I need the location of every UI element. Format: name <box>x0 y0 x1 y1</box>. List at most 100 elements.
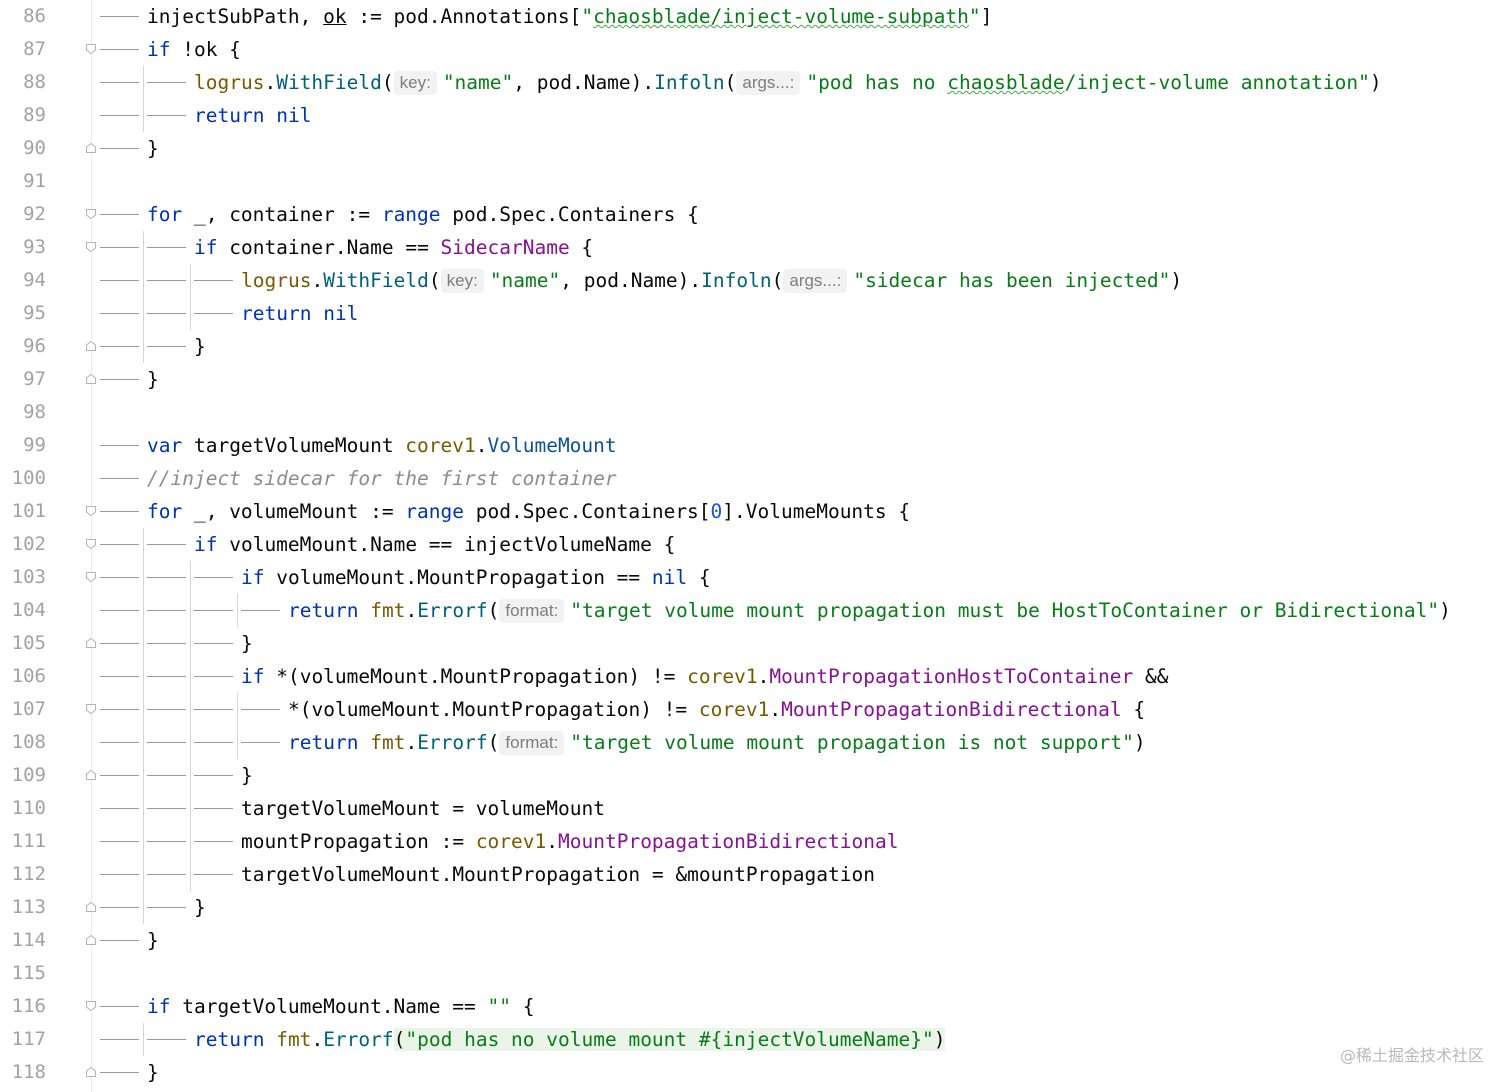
token: " <box>968 5 981 28</box>
code-text[interactable]: return nil <box>194 99 311 132</box>
code-text[interactable]: targetVolumeMount = volumeMount <box>241 792 605 825</box>
line-number: 92 <box>23 203 46 225</box>
fold-start-icon[interactable] <box>85 43 97 55</box>
code-line[interactable]: 109} <box>0 759 1512 792</box>
code-line[interactable]: 98 <box>0 396 1512 429</box>
fold-end-icon[interactable] <box>85 901 97 913</box>
code-text[interactable]: } <box>147 1056 159 1089</box>
code-text[interactable]: var targetVolumeMount corev1.VolumeMount <box>147 429 617 462</box>
code-line[interactable]: 97} <box>0 363 1512 396</box>
code-text[interactable]: return nil <box>241 297 358 330</box>
code-text[interactable]: //inject sidecar for the first container <box>147 462 617 495</box>
fold-start-icon[interactable] <box>85 703 97 715</box>
indent-dash <box>100 445 139 446</box>
code-text[interactable]: return fmt.Errorf(format:"target volume … <box>288 726 1146 759</box>
indent-dash <box>147 775 186 776</box>
token: . <box>475 434 488 457</box>
code-line[interactable]: 112 targetVolumeMount.MountPropagation = … <box>0 858 1512 891</box>
code-text[interactable]: if volumeMount.MountPropagation == nil { <box>241 561 711 594</box>
code-text[interactable]: } <box>241 759 253 792</box>
fold-start-icon[interactable] <box>85 241 97 253</box>
code-text[interactable]: logrus.WithField(key:"name", pod.Name).I… <box>194 66 1382 99</box>
code-line[interactable]: 118} <box>0 1056 1512 1089</box>
code-line[interactable]: 115 <box>0 957 1512 990</box>
fold-end-icon[interactable] <box>85 637 97 649</box>
code-text[interactable]: } <box>194 330 206 363</box>
code-text[interactable]: } <box>194 891 206 924</box>
code-text[interactable]: return fmt.Errorf(format:"target volume … <box>288 594 1451 627</box>
code-text[interactable]: if *(volumeMount.MountPropagation) != co… <box>241 660 1169 693</box>
token: ( <box>428 269 441 292</box>
code-text[interactable]: for _, container := range pod.Spec.Conta… <box>147 198 699 231</box>
line-number: 105 <box>11 632 46 654</box>
fold-end-icon[interactable] <box>85 340 97 352</box>
indent-dash <box>194 841 233 842</box>
code-text[interactable]: injectSubPath, ok := pod.Annotations["ch… <box>147 0 992 33</box>
code-text[interactable]: targetVolumeMount.MountPropagation = &mo… <box>241 858 875 891</box>
code-line[interactable]: 96} <box>0 330 1512 363</box>
code-text[interactable]: } <box>147 363 159 396</box>
fold-start-icon[interactable] <box>85 571 97 583</box>
code-line[interactable]: 105} <box>0 627 1512 660</box>
token: ) <box>1170 269 1183 292</box>
fold-end-icon[interactable] <box>85 934 97 946</box>
indent-guides <box>100 363 500 396</box>
code-line[interactable]: 91 <box>0 165 1512 198</box>
code-line[interactable]: 113} <box>0 891 1512 924</box>
fold-start-icon[interactable] <box>85 505 97 517</box>
code-text[interactable]: } <box>147 924 159 957</box>
code-text[interactable]: return fmt.Errorf("pod has no volume mou… <box>194 1023 946 1056</box>
code-line[interactable]: 90} <box>0 132 1512 165</box>
token: if <box>241 665 265 688</box>
token: return <box>288 731 359 754</box>
indent-dash <box>147 610 186 611</box>
fold-start-icon[interactable] <box>85 538 97 550</box>
fold-start-icon[interactable] <box>85 1000 97 1012</box>
indent-dash <box>147 808 186 809</box>
code-text[interactable]: if container.Name == SidecarName { <box>194 231 593 264</box>
line-number: 112 <box>11 863 46 885</box>
code-text[interactable]: for _, volumeMount := range pod.Spec.Con… <box>147 495 910 528</box>
code-text[interactable]: if volumeMount.Name == injectVolumeName … <box>194 528 675 561</box>
code-text[interactable]: logrus.WithField(key:"name", pod.Name).I… <box>241 264 1182 297</box>
indent-rule <box>237 594 238 627</box>
token: } <box>147 137 159 160</box>
code-text[interactable]: mountPropagation := corev1.MountPropagat… <box>241 825 898 858</box>
fold-end-icon[interactable] <box>85 373 97 385</box>
code-line[interactable]: 114} <box>0 924 1512 957</box>
indent-rule <box>190 660 191 693</box>
code-line[interactable]: 107*(volumeMount.MountPropagation) != co… <box>0 693 1512 726</box>
code-line[interactable]: 92 for _, container := range pod.Spec.Con… <box>0 198 1512 231</box>
token: !ok { <box>170 38 241 61</box>
code-text[interactable]: if targetVolumeMount.Name == "" { <box>147 990 534 1023</box>
fold-end-icon[interactable] <box>85 1066 97 1078</box>
code-text[interactable]: if !ok { <box>147 33 241 66</box>
code-text[interactable]: } <box>147 132 159 165</box>
fold-end-icon[interactable] <box>85 142 97 154</box>
code-text[interactable]: *(volumeMount.MountPropagation) != corev… <box>288 693 1145 726</box>
string-token: chaosblade/inject-volume-subpath <box>593 5 969 28</box>
fold-end-icon[interactable] <box>85 769 97 781</box>
code-line[interactable]: 100//inject sidecar for the first contai… <box>0 462 1512 495</box>
code-text[interactable]: } <box>241 627 253 660</box>
fold-start-icon[interactable] <box>85 208 97 220</box>
